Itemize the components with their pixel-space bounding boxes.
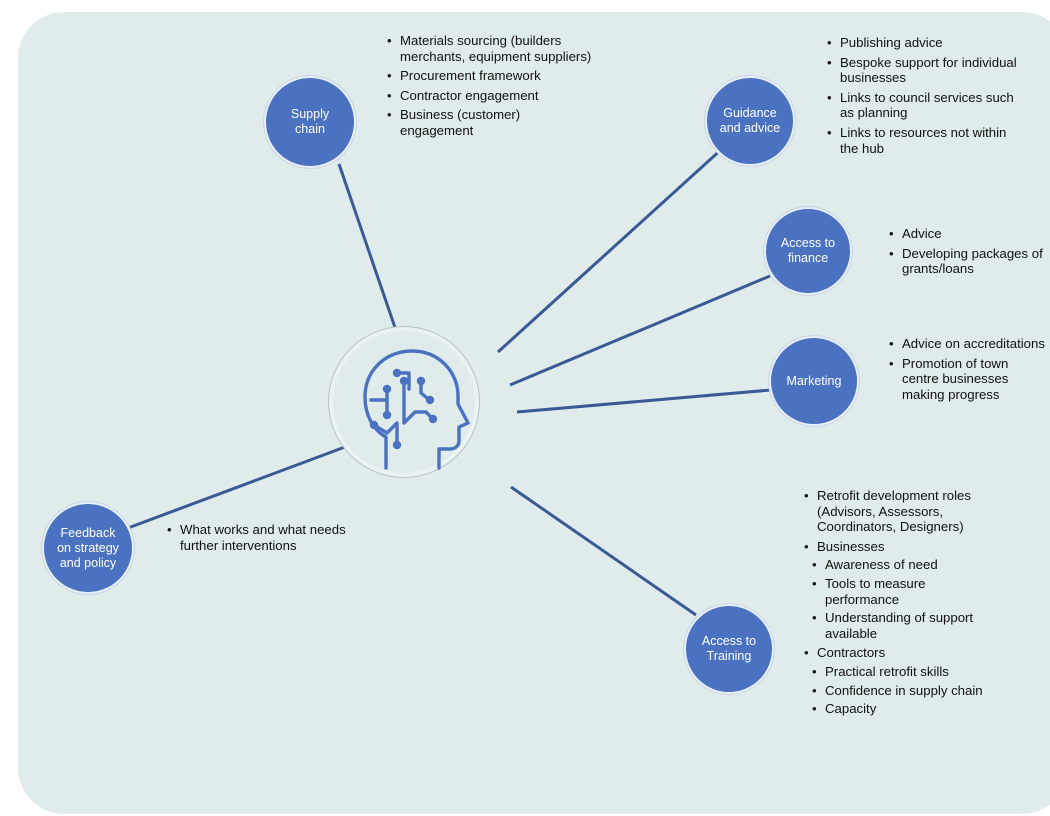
list-item: Promotion of town centre businesses maki… bbox=[886, 356, 1046, 403]
list-item: Links to council services such as planni… bbox=[824, 90, 1024, 121]
connector-supply-chain bbox=[337, 163, 404, 349]
list-item-label: Contractors bbox=[817, 645, 886, 661]
list-guidance-and-advice: Publishing advice Bespoke support for in… bbox=[824, 35, 1024, 160]
node-label-access-to-finance: Access to finance bbox=[780, 236, 836, 265]
list-access-to-training: Retrofit development roles (Advisors, As… bbox=[801, 488, 987, 721]
node-label-marketing: Marketing bbox=[786, 373, 842, 388]
list-item: Advice on accreditations bbox=[886, 336, 1046, 352]
list-item: Business (customer) engagement bbox=[384, 107, 594, 138]
list-item: Contractors Practical retrofit skills Co… bbox=[801, 645, 987, 716]
node-access-to-training: Access to Training bbox=[684, 604, 774, 694]
list-item: Understanding of support available bbox=[809, 610, 987, 641]
list-item: What works and what needs further interv… bbox=[164, 522, 354, 553]
central-hub bbox=[328, 326, 480, 478]
connector-finance bbox=[509, 274, 771, 387]
list-feedback-on-strategy: What works and what needs further interv… bbox=[164, 522, 354, 557]
connector-feedback bbox=[127, 442, 354, 530]
list-item: Businesses Awareness of need Tools to me… bbox=[801, 539, 987, 642]
node-label-feedback-on-strategy: Feedback on strategy and policy bbox=[57, 525, 119, 570]
list-item: Procurement framework bbox=[384, 68, 594, 84]
sublist-businesses: Awareness of need Tools to measure perfo… bbox=[809, 557, 987, 641]
list-item: Advice bbox=[886, 226, 1050, 242]
list-item: Tools to measure performance bbox=[809, 576, 987, 607]
node-access-to-finance: Access to finance bbox=[764, 207, 852, 295]
diagram-canvas: Supply chain Guidance and advice Access … bbox=[18, 12, 1050, 814]
connector-training bbox=[510, 485, 697, 617]
node-feedback-on-strategy: Feedback on strategy and policy bbox=[42, 502, 134, 594]
list-item: Publishing advice bbox=[824, 35, 1024, 51]
list-access-to-finance: Advice Developing packages of grants/loa… bbox=[886, 226, 1050, 281]
list-item: Retrofit development roles (Advisors, As… bbox=[801, 488, 987, 535]
sublist-contractors: Practical retrofit skills Confidence in … bbox=[809, 664, 987, 717]
list-item: Practical retrofit skills bbox=[809, 664, 987, 680]
list-marketing: Advice on accreditations Promotion of to… bbox=[886, 336, 1046, 406]
head-circuit-icon bbox=[363, 349, 470, 470]
node-marketing: Marketing bbox=[769, 336, 859, 426]
list-item: Confidence in supply chain bbox=[809, 683, 987, 699]
list-item: Links to resources not within the hub bbox=[824, 125, 1024, 156]
list-item: Awareness of need bbox=[809, 557, 987, 573]
list-item: Developing packages of grants/loans bbox=[886, 246, 1050, 277]
connector-lines bbox=[127, 145, 772, 617]
node-label-guidance-and-advice: Guidance and advice bbox=[719, 106, 781, 135]
connector-marketing bbox=[516, 388, 772, 414]
list-item-label: Businesses bbox=[817, 538, 885, 554]
node-guidance-and-advice: Guidance and advice bbox=[705, 76, 795, 166]
list-item: Materials sourcing (builders merchants, … bbox=[384, 33, 594, 64]
list-item: Contractor engagement bbox=[384, 88, 594, 104]
connector-guidance bbox=[496, 145, 726, 354]
node-label-access-to-training: Access to Training bbox=[701, 634, 757, 663]
list-supply-chain: Materials sourcing (builders merchants, … bbox=[384, 33, 594, 143]
node-label-supply-chain: Supply chain bbox=[290, 107, 330, 136]
node-supply-chain: Supply chain bbox=[264, 76, 356, 168]
list-item: Bespoke support for individual businesse… bbox=[824, 55, 1024, 86]
list-item: Capacity bbox=[809, 701, 987, 717]
